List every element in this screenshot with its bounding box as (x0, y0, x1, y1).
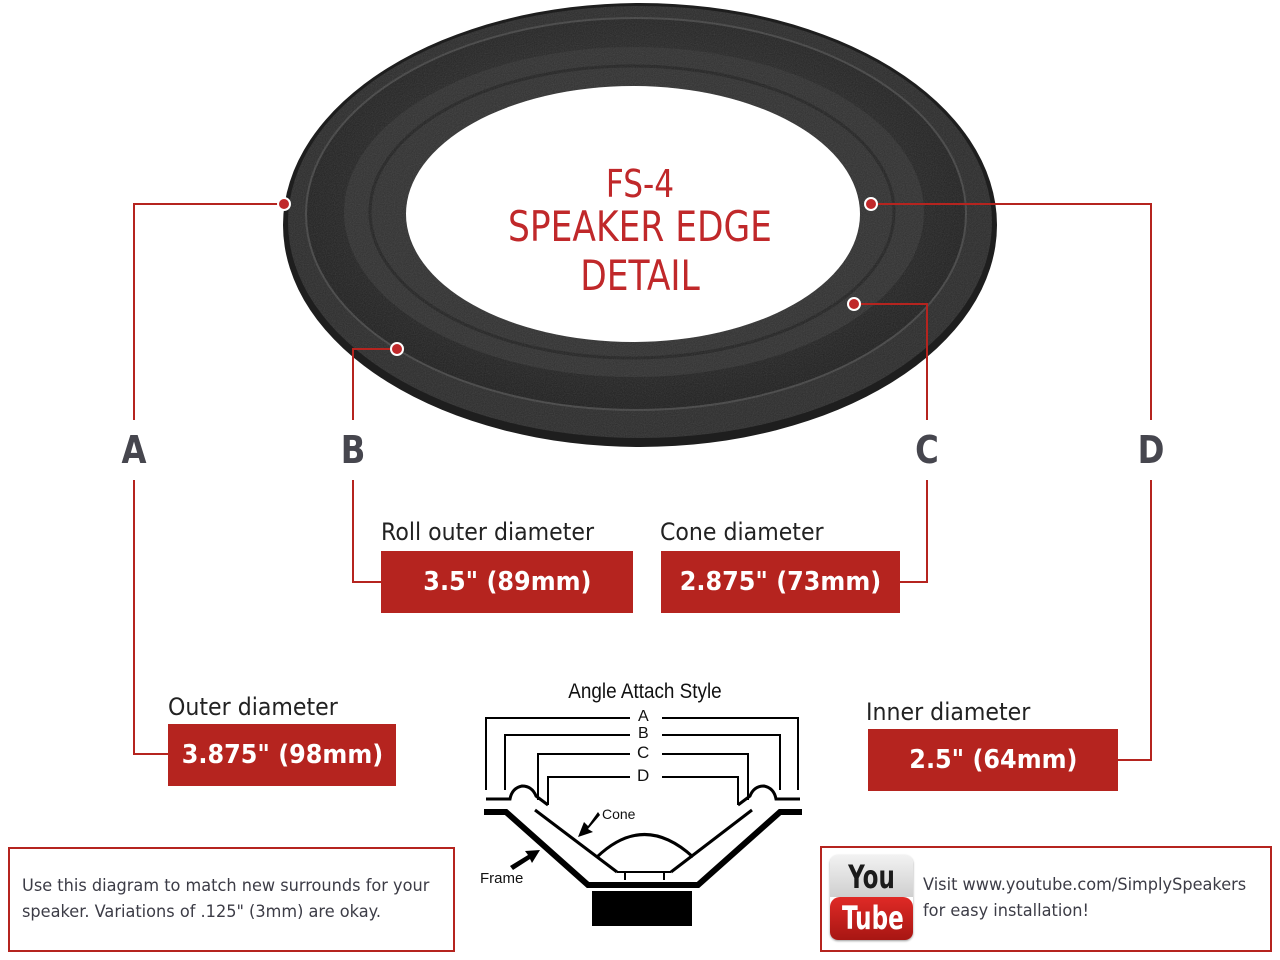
marker-label-c: C (915, 428, 939, 472)
diagram-label-b: B (638, 725, 649, 742)
inner-diameter-label: Inner diameter (866, 698, 1031, 726)
outer-diameter-label: Outer diameter (168, 693, 338, 721)
outer-diameter-value: 3.875" (98mm) (168, 724, 396, 786)
marker-label-b: B (340, 428, 366, 472)
cone-label: Cone (602, 806, 636, 822)
cone-arrow-icon (578, 812, 600, 837)
youtube-note-line-2: for easy installation! (923, 901, 1089, 921)
youtube-logo-tube: Tube (841, 899, 904, 937)
inner-diameter-value: 2.5" (64mm) (868, 729, 1118, 791)
marker-dot-a (277, 197, 291, 211)
usage-note-box: Use this diagram to match new surrounds … (8, 847, 455, 952)
usage-note-line-1: Use this diagram to match new surrounds … (22, 876, 430, 896)
cone-diameter-label: Cone diameter (660, 518, 824, 546)
diagram-label-d: D (637, 766, 650, 785)
roll-outer-diameter-value: 3.5" (89mm) (381, 551, 633, 613)
product-model-title: FS-4 (605, 162, 675, 206)
diagram-label-a: A (638, 708, 649, 725)
marker-label-a: A (121, 428, 147, 472)
frame-label: Frame (480, 870, 524, 887)
marker-label-d: D (1137, 428, 1165, 472)
youtube-note-line-1[interactable]: Visit www.youtube.com/SimplySpeakers (923, 875, 1247, 895)
youtube-logo-you: You (848, 858, 895, 896)
youtube-logo-icon[interactable]: You Tube (830, 855, 913, 940)
frame-arrow-icon (510, 850, 540, 870)
diagram-label-c: C (637, 743, 650, 762)
marker-dot-b (390, 342, 404, 356)
cone-diameter-value: 2.875" (73mm) (661, 551, 900, 613)
page-title: SPEAKER EDGE DETAIL (508, 202, 772, 300)
attach-style-title: Angle Attach Style (568, 680, 722, 703)
angle-attach-cross-section (484, 717, 802, 888)
roll-outer-diameter-label: Roll outer diameter (381, 518, 595, 546)
magnet-block (592, 891, 692, 926)
usage-note-line-2: speaker. Variations of .125" (3mm) are o… (22, 902, 382, 922)
marker-dot-c (847, 297, 861, 311)
marker-dot-d (864, 197, 878, 211)
